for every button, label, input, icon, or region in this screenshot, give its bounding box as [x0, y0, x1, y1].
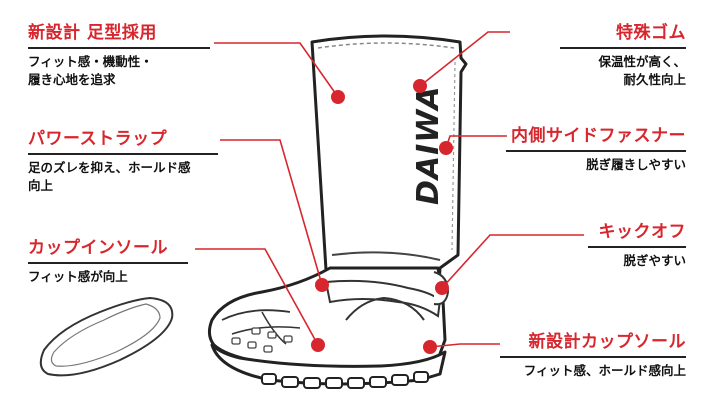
feature-kick-off: キックオフ 脱ぎやすい: [588, 221, 686, 270]
feature-power-strap: パワーストラップ 足のズレを抑え、ホールド感 向上: [28, 128, 258, 195]
feature-description: 足のズレを抑え、ホールド感 向上: [28, 159, 191, 193]
divider: [588, 246, 686, 248]
feature-special-rubber: 特殊ゴム 保温性が高く、 耐久性向上: [560, 22, 686, 89]
feature-new-cup-sole: 新設計カップソール フィット感、ホールド感向上: [500, 331, 686, 380]
feature-title: 特殊ゴム: [616, 23, 686, 43]
feature-new-design-foot: 新設計 足型採用 フィット感・機動性・ 履き心地を追求: [28, 22, 210, 89]
marker-dot: [331, 90, 345, 104]
feature-description: 脱ぎ履きしやすい: [586, 156, 686, 172]
feature-title: パワーストラップ: [28, 129, 168, 149]
divider: [28, 262, 188, 264]
feature-cup-insole: カップインソール フィット感が向上: [28, 237, 188, 286]
feature-description: 保温性が高く、 耐久性向上: [598, 53, 686, 87]
marker-dot: [315, 278, 329, 292]
divider: [500, 356, 686, 358]
feature-description: 脱ぎやすい: [623, 252, 686, 268]
feature-title: キックオフ: [598, 222, 686, 242]
divider: [28, 47, 210, 49]
feature-inner-fastener: 内側サイドファスナー 脱ぎ履きしやすい: [506, 125, 686, 174]
feature-description: フィット感が向上: [28, 268, 128, 284]
feature-title: カップインソール: [28, 238, 168, 258]
feature-title: 内側サイドファスナー: [511, 126, 686, 146]
marker-dot: [311, 338, 325, 352]
divider: [28, 153, 218, 155]
marker-dot: [435, 281, 449, 295]
divider: [506, 150, 686, 152]
divider: [560, 47, 686, 49]
feature-description: フィット感、ホールド感向上: [523, 362, 686, 378]
feature-description: フィット感・機動性・ 履き心地を追求: [28, 53, 153, 87]
marker-dot: [413, 79, 427, 93]
feature-title: 新設計カップソール: [528, 332, 686, 352]
marker-dot: [423, 340, 437, 354]
marker-dot: [439, 141, 453, 155]
feature-title: 新設計 足型採用: [28, 23, 157, 43]
